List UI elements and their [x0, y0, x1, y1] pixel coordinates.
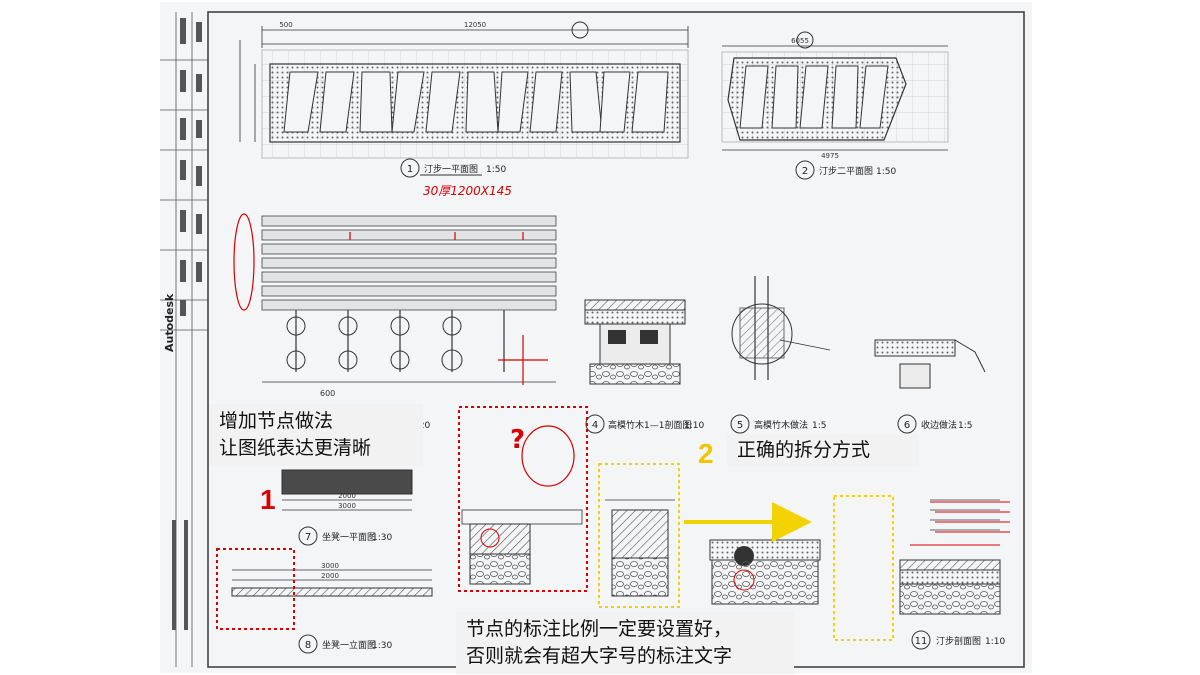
detail-node-red: ?	[461, 425, 583, 585]
callout-1-line-2: 让图纸表达更清晰	[219, 437, 372, 459]
detail-node-yellow	[605, 499, 675, 597]
d7-scale: 1:30	[372, 533, 392, 543]
step-number-2: 2	[698, 438, 714, 469]
d4-number: 4	[592, 420, 598, 431]
drawing-7-plan: 2000 3000 7 坐凳一平面图 1:30	[281, 469, 413, 546]
drawing-5-detail: 5 高模竹木做法 1:5	[730, 276, 831, 434]
d8-number: 8	[305, 640, 311, 651]
d3-dim: 600	[320, 389, 335, 398]
side-brand-text: Autodesk	[163, 293, 176, 352]
callout-2-line-1: 正确的拆分方式	[737, 439, 871, 461]
d8-dim-b: 2000	[321, 572, 339, 580]
d11-title: 汀步剖面图	[936, 635, 981, 647]
drawing-8-elevation: 3000 2000 8 坐凳一立面图 1:30	[231, 562, 433, 654]
d11-number: 11	[915, 636, 928, 647]
d2-number: 2	[802, 166, 808, 177]
step-number-1: 1	[260, 484, 276, 515]
d2-title: 汀步二平面图	[819, 166, 873, 177]
d1-dim-top: 500	[279, 21, 292, 29]
callout-add-node: 增加节点做法 让图纸表达更清晰	[209, 404, 423, 466]
drawing-2-plan: 6055 4975 2 汀步二平面图 1:50	[721, 31, 949, 180]
yellow-dashed-box-node	[598, 463, 680, 608]
svg-text:?: ?	[510, 425, 525, 455]
red-dashed-box-elevation	[216, 548, 295, 630]
title-strip-glyphs	[172, 18, 202, 630]
d4-scale: 1:10	[684, 421, 704, 431]
d1-scale: 1:50	[486, 165, 506, 175]
d8-title: 坐凳一立面图	[322, 639, 376, 651]
d7-dim-a: 2000	[338, 492, 356, 500]
callout-split-method: 正确的拆分方式	[727, 434, 919, 467]
handwritten-plank-note: 30厚1200X145	[423, 184, 512, 198]
callout-3-line-2: 否则就会有超大字号的标注文字	[466, 645, 733, 667]
detail-node-middle	[709, 539, 821, 605]
d1-title: 汀步一平面图	[424, 164, 478, 175]
d6-title: 收边做法	[921, 419, 957, 431]
d5-title: 高模竹木做法	[754, 419, 808, 431]
d1-number: 1	[407, 164, 413, 175]
d4-title: 高模竹木1—1剖面图	[608, 419, 691, 431]
drawing-6-detail: 6 收边做法 1:5	[874, 339, 986, 434]
callout-scale-note: 节点的标注比例一定要设置好， 否则就会有超大字号的标注文字	[456, 612, 794, 674]
d8-scale: 1:30	[372, 641, 392, 651]
d2-dim-total: 4975	[821, 152, 839, 160]
d1-dim-total: 12050	[464, 21, 486, 29]
d2-dim-top: 6055	[791, 37, 809, 45]
d6-number: 6	[904, 420, 910, 431]
d6-scale: 1:5	[958, 421, 972, 431]
callout-3-line-1: 节点的标注比例一定要设置好，	[466, 618, 733, 640]
d5-scale: 1:5	[812, 421, 826, 431]
d7-title: 坐凳一平面图	[322, 532, 376, 543]
drawing-1-plan: 12050 500 1 汀步一平面图 1:50	[239, 21, 689, 178]
d2-scale: 1:50	[876, 167, 896, 177]
d7-number: 7	[305, 532, 311, 543]
d11-scale: 1:10	[985, 637, 1005, 647]
d5-number: 5	[737, 420, 743, 431]
callout-1-line-1: 增加节点做法	[219, 410, 334, 432]
drawing-11-section: 11 汀步剖面图 1:10	[899, 499, 1010, 650]
d8-dim-a: 3000	[321, 562, 339, 570]
drawing-4-section: 4 高模竹木1—1剖面图 1:10	[584, 299, 704, 434]
d7-dim-b: 3000	[338, 502, 356, 510]
